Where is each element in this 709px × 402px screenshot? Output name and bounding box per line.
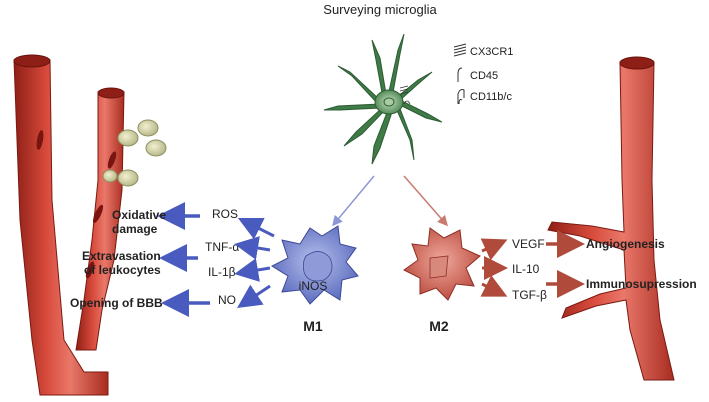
microglia-receptors bbox=[399, 85, 411, 105]
leukocytes bbox=[102, 119, 167, 187]
m1-mediator-il1b: IL-1β bbox=[208, 265, 236, 279]
m1-inos-label: iNOS bbox=[299, 279, 328, 293]
arrow-to-m2 bbox=[403, 175, 448, 227]
effect-oxidative-1: Oxidative bbox=[112, 208, 166, 222]
m1-label: M1 bbox=[303, 318, 323, 334]
m1-arrows-effects bbox=[157, 202, 210, 317]
receptor-label-cx3cr1: CX3CR1 bbox=[470, 46, 513, 58]
effect-extravasation-2: of leukocytes bbox=[84, 263, 161, 277]
surveying-microglia-cell bbox=[323, 33, 443, 165]
m2-arrows-effects bbox=[546, 230, 585, 298]
receptor-label-cd11bc: CD11b/c bbox=[470, 91, 512, 103]
title-label: Surveying microglia bbox=[323, 2, 437, 17]
m1-mediator-no: NO bbox=[218, 293, 236, 307]
m1-mediators: ROS TNF-α IL-1β NO bbox=[205, 207, 239, 307]
m2-arrows-small bbox=[480, 238, 508, 297]
m2-microglia-cell bbox=[403, 227, 481, 301]
effect-opening-bbb: Opening of BBB bbox=[70, 296, 163, 310]
m2-mediator-tgfb: TGF-β bbox=[512, 288, 547, 302]
m2-mediator-vegf: VEGF bbox=[512, 237, 545, 251]
cx3cr1-receptor-icon bbox=[453, 43, 467, 57]
cd11bc-receptor-icon bbox=[457, 89, 465, 105]
receptor-legend: CX3CR1 CD45 CD11b/c bbox=[453, 43, 513, 105]
effect-angiogenesis: Angiogenesis bbox=[586, 237, 665, 251]
effect-immunosupression: Immunosupression bbox=[586, 277, 697, 291]
receptor-label-cd45: CD45 bbox=[470, 70, 498, 82]
m2-mediators: VEGF IL-10 TGF-β bbox=[512, 237, 547, 302]
m2-effects: Angiogenesis Immunosupression bbox=[586, 237, 697, 291]
left-blood-vessel bbox=[13, 54, 125, 396]
arrow-to-m1 bbox=[332, 175, 375, 227]
m1-mediator-tnf: TNF-α bbox=[205, 240, 239, 254]
effect-extravasation-1: Extravasation bbox=[82, 249, 161, 263]
m1-arrows-small bbox=[234, 217, 275, 308]
m1-mediator-ros: ROS bbox=[212, 207, 238, 221]
cd45-receptor-icon bbox=[457, 67, 463, 82]
m2-mediator-il10: IL-10 bbox=[512, 262, 540, 276]
m1-microglia-cell bbox=[270, 225, 359, 305]
right-blood-vessel bbox=[547, 56, 675, 381]
effect-oxidative-2: damage bbox=[112, 222, 158, 236]
m1-effects: Oxidative damage Extravasation of leukoc… bbox=[70, 208, 166, 310]
m2-label: M2 bbox=[429, 318, 449, 334]
